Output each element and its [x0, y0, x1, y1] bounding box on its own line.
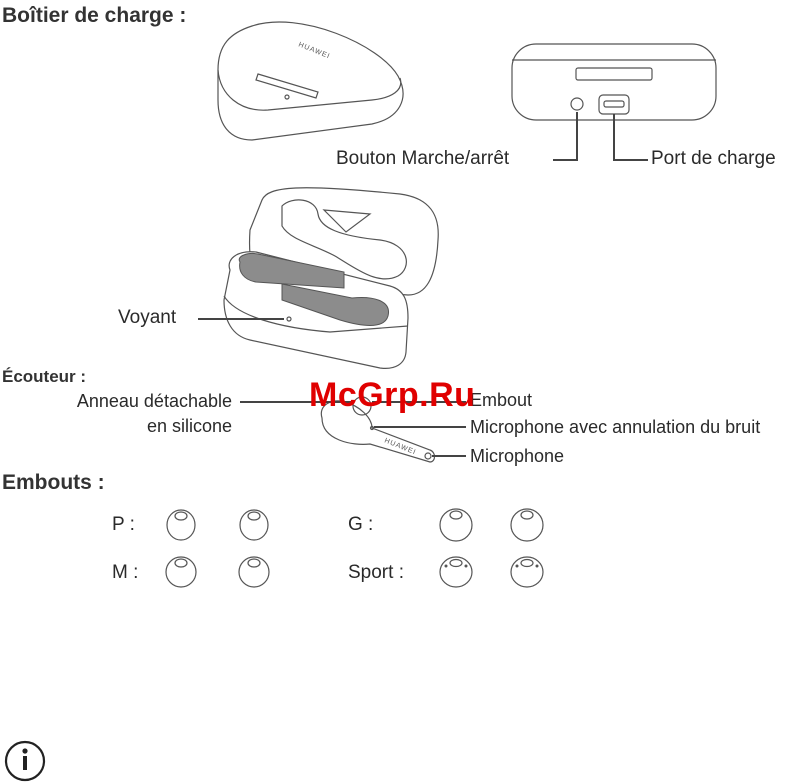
- open-case-drawing: [223, 187, 439, 369]
- tip-size-large: G :: [348, 514, 374, 535]
- tip-size-medium: M :: [112, 562, 139, 583]
- tip-medium-1: [165, 556, 197, 588]
- tips-heading: Embouts :: [2, 471, 105, 494]
- noise-mic-label: Microphone avec annulation du bruit: [470, 417, 761, 437]
- closed-case-drawing: HUAWEI: [217, 21, 404, 141]
- power-button-drawing: [570, 97, 584, 111]
- tip-sport-2: [510, 556, 544, 588]
- case-back-drawing: [511, 43, 717, 121]
- tip-large-2: [510, 508, 544, 542]
- tip-small-1: [166, 509, 196, 541]
- mic-label: Microphone: [470, 446, 565, 466]
- power-button-label: Bouton Marche/arrêt: [336, 148, 510, 169]
- tip-medium-2: [238, 556, 270, 588]
- indicator-label: Voyant: [118, 307, 177, 328]
- ring-label-line1: Anneau détachable: [76, 391, 232, 411]
- info-icon: [4, 740, 46, 782]
- tip-size-small: P :: [112, 514, 135, 535]
- watermark: McGrp.Ru: [309, 376, 476, 414]
- charging-port-label: Port de charge: [651, 148, 776, 169]
- tip-small-2: [239, 509, 269, 541]
- tip-sport-1: [439, 556, 473, 588]
- tip-label: Embout: [470, 390, 533, 410]
- tip-large-1: [439, 508, 473, 542]
- case-heading: Boîtier de charge :: [2, 4, 187, 27]
- earbud-heading: Écouteur :: [2, 367, 87, 386]
- ring-label-line2: en silicone: [146, 416, 232, 436]
- earbud-drawing: HUAWEI: [320, 396, 436, 463]
- ear-tip-drawings: [165, 508, 544, 588]
- tip-size-sport: Sport :: [348, 562, 404, 583]
